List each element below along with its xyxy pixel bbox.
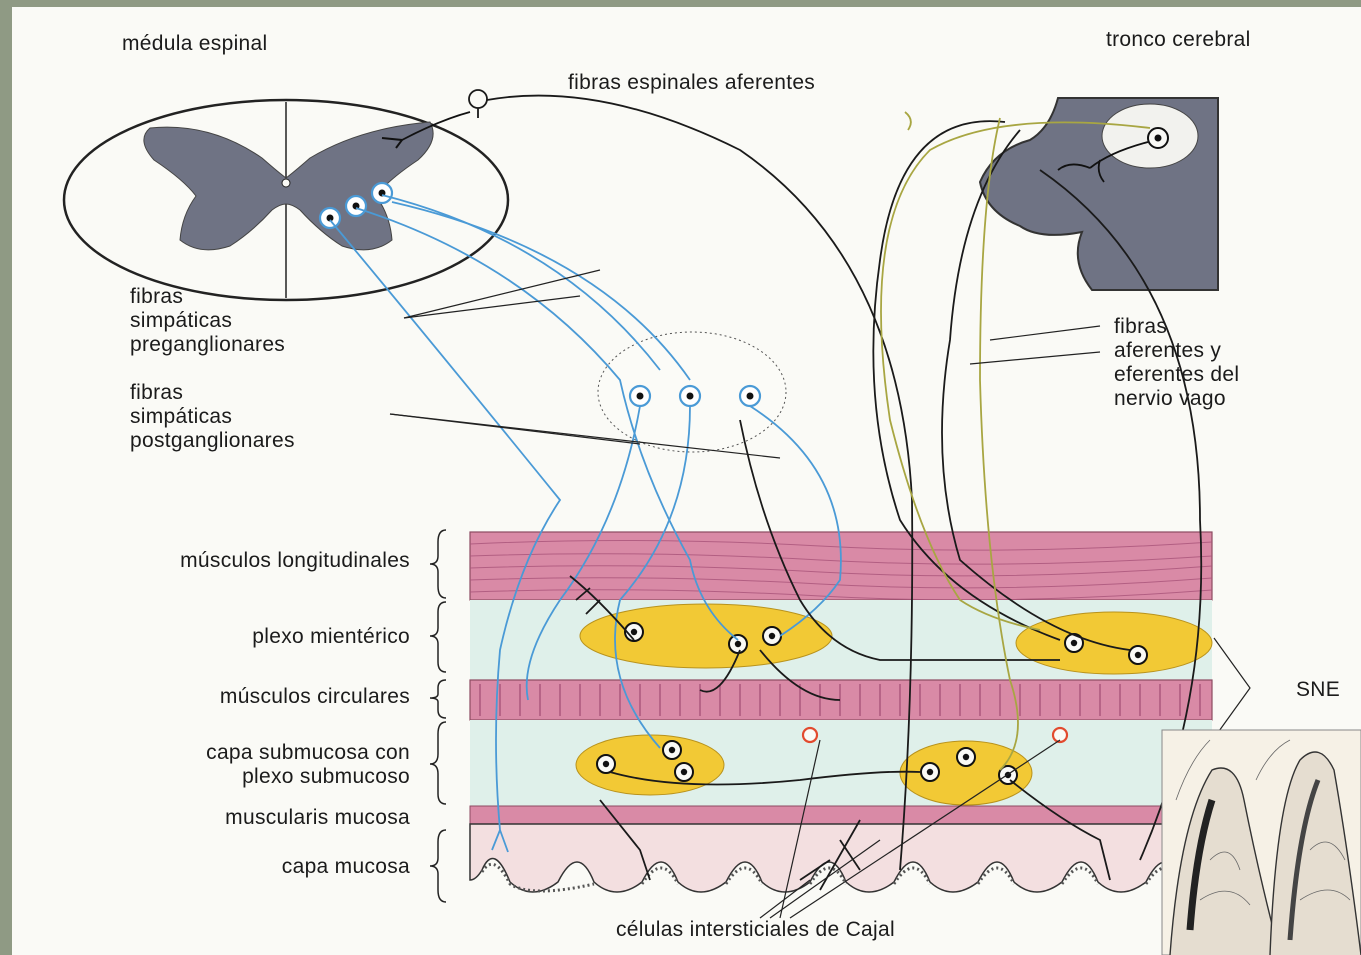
label-fibras-nervio-vago: fibras aferentes y eferentes del nervio … bbox=[1114, 315, 1239, 411]
mucosa-villi bbox=[470, 824, 1212, 892]
label-musculos-longitudinales: músculos longitudinales bbox=[22, 549, 410, 573]
label-tronco-cerebral: tronco cerebral bbox=[1106, 28, 1251, 52]
brainstem bbox=[980, 98, 1218, 290]
label-fibras-espinales-aferentes: fibras espinales aferentes bbox=[568, 71, 815, 95]
label-muscularis-mucosa: muscularis mucosa bbox=[22, 806, 410, 830]
label-capa-mucosa: capa mucosa bbox=[22, 855, 410, 879]
label-plexo-mienterico: plexo mientérico bbox=[22, 625, 410, 649]
layer-brackets bbox=[430, 530, 446, 902]
label-sne: SNE bbox=[1296, 678, 1340, 702]
mucosa-inset-image bbox=[1162, 730, 1361, 955]
spinal-cord bbox=[64, 100, 508, 300]
label-celulas-cajal: células intersticiales de Cajal bbox=[616, 918, 895, 942]
label-capa-submucosa: capa submucosa con plexo submucoso bbox=[22, 741, 410, 789]
label-fibras-simpaticas-postganglionares: fibras simpáticas postganglionares bbox=[130, 381, 295, 453]
label-musculos-circulares: músculos circulares bbox=[22, 685, 410, 709]
sympathetic-ganglion bbox=[598, 332, 786, 452]
label-fibras-simpaticas-preganglionares: fibras simpáticas preganglionares bbox=[130, 285, 285, 357]
label-medula-espinal: médula espinal bbox=[122, 32, 267, 56]
